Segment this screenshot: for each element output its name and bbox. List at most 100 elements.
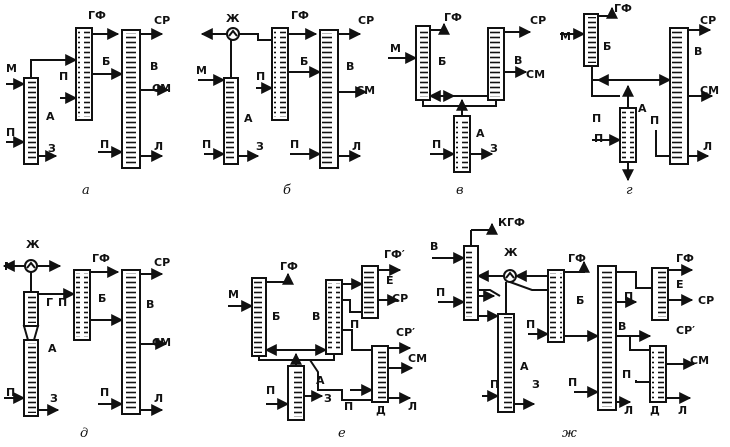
label-p: П	[58, 296, 67, 309]
column-label-a: А	[476, 127, 485, 140]
column-trays	[374, 349, 386, 399]
label-m: М	[6, 62, 17, 75]
column-label-d: Д	[376, 404, 386, 417]
label-p: П	[266, 384, 275, 397]
caption-b: б	[283, 183, 291, 198]
column-label-e: Е	[386, 274, 394, 287]
flow-line	[309, 359, 372, 401]
label-p: П	[624, 290, 633, 303]
label-sr: СР	[154, 14, 170, 27]
column-label-b: Б	[102, 55, 110, 68]
label-gf: ГФ	[92, 252, 110, 265]
column-trays	[466, 249, 476, 317]
caption-v: в	[456, 183, 464, 198]
label-sr2: СР′	[396, 326, 415, 339]
label-p: П	[290, 138, 299, 151]
column-trays	[26, 295, 36, 323]
column-trays	[254, 281, 264, 353]
label-gf: ГФ	[676, 252, 694, 265]
column-label-b: Б	[438, 55, 446, 68]
column-label-a: А	[316, 374, 325, 387]
label-l: Л	[408, 400, 417, 413]
label-m: М	[228, 288, 239, 301]
column-label-v: В	[694, 45, 702, 58]
scheme-g: ГФ СР М Б В СМ А П П П Л г	[560, 2, 719, 198]
column-trays	[290, 369, 302, 417]
label-p: П	[594, 132, 603, 145]
column-trays	[672, 31, 686, 161]
column-trays	[418, 29, 428, 97]
heat-exchanger-icon	[24, 259, 38, 273]
flow-arrow	[564, 260, 590, 273]
label-p: П	[436, 286, 445, 299]
label-sm: СМ	[408, 352, 427, 365]
flow-line	[30, 59, 76, 78]
flow-line	[616, 335, 650, 351]
label-z: З	[532, 378, 540, 391]
label-l: Л	[624, 404, 633, 417]
label-p: П	[202, 138, 211, 151]
heat-exchanger-icon	[505, 271, 515, 279]
flow-line	[342, 329, 372, 351]
label-m: М	[560, 30, 571, 43]
label-sm: СМ	[356, 84, 375, 97]
label-p: П	[6, 126, 15, 139]
label-z: З	[324, 392, 332, 405]
column-label-v: В	[312, 310, 320, 323]
label-gf: ГФ	[291, 9, 309, 22]
column-label-v: В	[146, 298, 154, 311]
flow-line	[342, 299, 362, 313]
column-trays	[124, 33, 138, 165]
column-trays	[500, 317, 512, 409]
caption-d: д	[80, 426, 88, 441]
caption-zh: ж	[562, 426, 577, 441]
label-sr: СР	[154, 256, 170, 269]
label-m: М	[390, 42, 401, 55]
label-z: З	[256, 140, 264, 153]
column-trays	[652, 349, 664, 399]
label-sr: СР	[358, 14, 374, 27]
label-gf: ГФ	[444, 11, 462, 24]
column-label-d: Д	[650, 404, 660, 417]
flow-line	[635, 380, 650, 383]
scheme-zh: КГФ В Ж ГФ ГФ Е П Б П СР П В СР′ СМ А П …	[430, 216, 714, 441]
flow-line	[591, 66, 620, 97]
column-label-b: Б	[98, 292, 106, 305]
column-label-a: А	[244, 112, 253, 125]
flow-line	[422, 100, 463, 116]
column-trays	[328, 283, 340, 351]
heat-exchanger-icon	[226, 27, 240, 41]
scheme-v: ГФ СР М Б В СМ А П З в	[390, 11, 546, 198]
label-zh: Ж	[26, 238, 40, 251]
label-m: М	[4, 260, 15, 273]
column-trays	[490, 31, 502, 97]
connector-cone	[22, 325, 40, 341]
heat-exchanger-icon	[228, 29, 238, 37]
column-label-b: Б	[272, 310, 280, 323]
label-z: З	[50, 392, 58, 405]
label-p: П	[432, 138, 441, 151]
flow-arrow	[598, 6, 618, 19]
flow-line	[258, 356, 297, 366]
label-sm: СМ	[700, 84, 719, 97]
label-l: Л	[678, 404, 687, 417]
label-v: В	[430, 240, 438, 253]
flow-arrow	[430, 22, 450, 35]
column-trays	[456, 119, 468, 169]
flow-line	[509, 281, 548, 291]
label-kgf: КГФ	[498, 216, 525, 229]
label-sr2: СР′	[676, 324, 695, 337]
flow-line	[616, 271, 652, 289]
label-p: П	[100, 138, 109, 151]
flow-line	[296, 354, 335, 361]
label-zh: Ж	[226, 12, 240, 25]
column-label-v: В	[514, 54, 522, 67]
flow-arrow	[266, 272, 294, 285]
caption-g: г	[626, 183, 633, 198]
label-p: П	[592, 112, 601, 125]
scheme-e: ГФ ГФ′ М Б В Е СР П СР′ СМ А П З П Д Л е	[228, 248, 427, 441]
flow-line	[239, 33, 272, 41]
label-p: П	[568, 376, 577, 389]
label-zh: Ж	[504, 246, 518, 259]
